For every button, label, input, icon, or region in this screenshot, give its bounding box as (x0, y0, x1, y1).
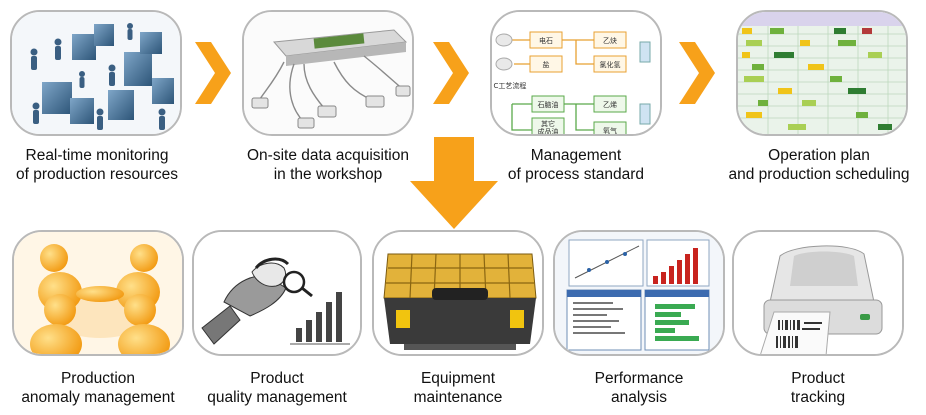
chevron-right-icon (679, 42, 715, 104)
flow-box4-text: 氯化氢 (600, 60, 621, 69)
flow-box1-text: 电石 (539, 36, 553, 45)
label-line1: Product (791, 370, 845, 387)
label-line2: and production scheduling (728, 166, 910, 183)
card-acquisition (242, 10, 414, 136)
label-maintenance: Equipment maintenance (372, 369, 544, 407)
flow-section-label: C工艺流程 (494, 81, 527, 90)
flow-box7b-text: 成品油 (538, 127, 559, 136)
card-quality (192, 230, 362, 356)
label-line2: of production resources (16, 166, 178, 183)
card-maintenance (372, 230, 544, 356)
chevron-right-icon (195, 42, 231, 104)
label-line2: analysis (611, 389, 667, 406)
label-printer-illustration (734, 232, 902, 354)
card-tracking (732, 230, 904, 356)
label-line2: maintenance (413, 389, 503, 406)
label-quality: Product quality management (186, 369, 368, 407)
label-line2: anomaly management (21, 389, 175, 406)
label-line2: quality management (207, 389, 347, 406)
arrow-down-icon (410, 137, 498, 229)
data-acquisition-hardware-illustration (244, 12, 412, 134)
label-line2: of process standard (507, 166, 645, 183)
inspector-magnifier-illustration (194, 232, 360, 354)
label-line1: Real-time monitoring (25, 147, 169, 164)
flow-box3-text: 盐 (543, 60, 550, 69)
label-line2: in the workshop (273, 166, 383, 183)
label-line1: Management (530, 147, 622, 164)
card-performance (553, 230, 725, 356)
label-performance: Performance analysis (553, 369, 725, 407)
label-line1: On-site data acquisition (247, 147, 409, 164)
flow-box8-text: 氧气 (603, 126, 617, 135)
label-acquisition: On-site data acquisition in the workshop (222, 146, 434, 184)
process-flowchart-illustration: 电石 乙炔 盐 氯化氢 C工艺流程 石脑油 乙烯 其它 成品油 氧气 (492, 12, 660, 136)
card-monitoring (10, 10, 182, 136)
label-scheduling: Operation plan and production scheduling (714, 146, 924, 184)
label-anomaly: Production anomaly management (0, 369, 196, 407)
teamwork-figures-illustration (14, 232, 182, 354)
label-line1: Operation plan (768, 147, 870, 164)
label-line1: Production (60, 370, 136, 387)
performance-dashboard-illustration (555, 232, 723, 354)
flow-box5-text: 石脑油 (538, 100, 559, 109)
flow-box2-text: 乙炔 (603, 36, 617, 45)
card-scheduling (736, 10, 908, 136)
card-process-standard: 电石 乙炔 盐 氯化氢 C工艺流程 石脑油 乙烯 其它 成品油 氧气 (490, 10, 662, 136)
flow-box7-text: 其它 (541, 119, 555, 128)
chevron-right-icon (433, 42, 469, 104)
label-tracking: Product tracking (732, 369, 904, 407)
card-anomaly (12, 230, 184, 356)
people-cubes-illustration (12, 12, 180, 134)
label-line1: Equipment (420, 370, 496, 387)
label-line1: Product (250, 370, 304, 387)
label-line2: tracking (790, 389, 846, 406)
gantt-schedule-illustration (738, 12, 906, 134)
toolbox-illustration (374, 232, 542, 354)
label-line1: Performance (594, 370, 684, 387)
label-monitoring: Real-time monitoring of production resou… (0, 146, 194, 184)
flow-box6-text: 乙烯 (603, 100, 617, 109)
label-process-standard: Management of process standard (480, 146, 672, 184)
